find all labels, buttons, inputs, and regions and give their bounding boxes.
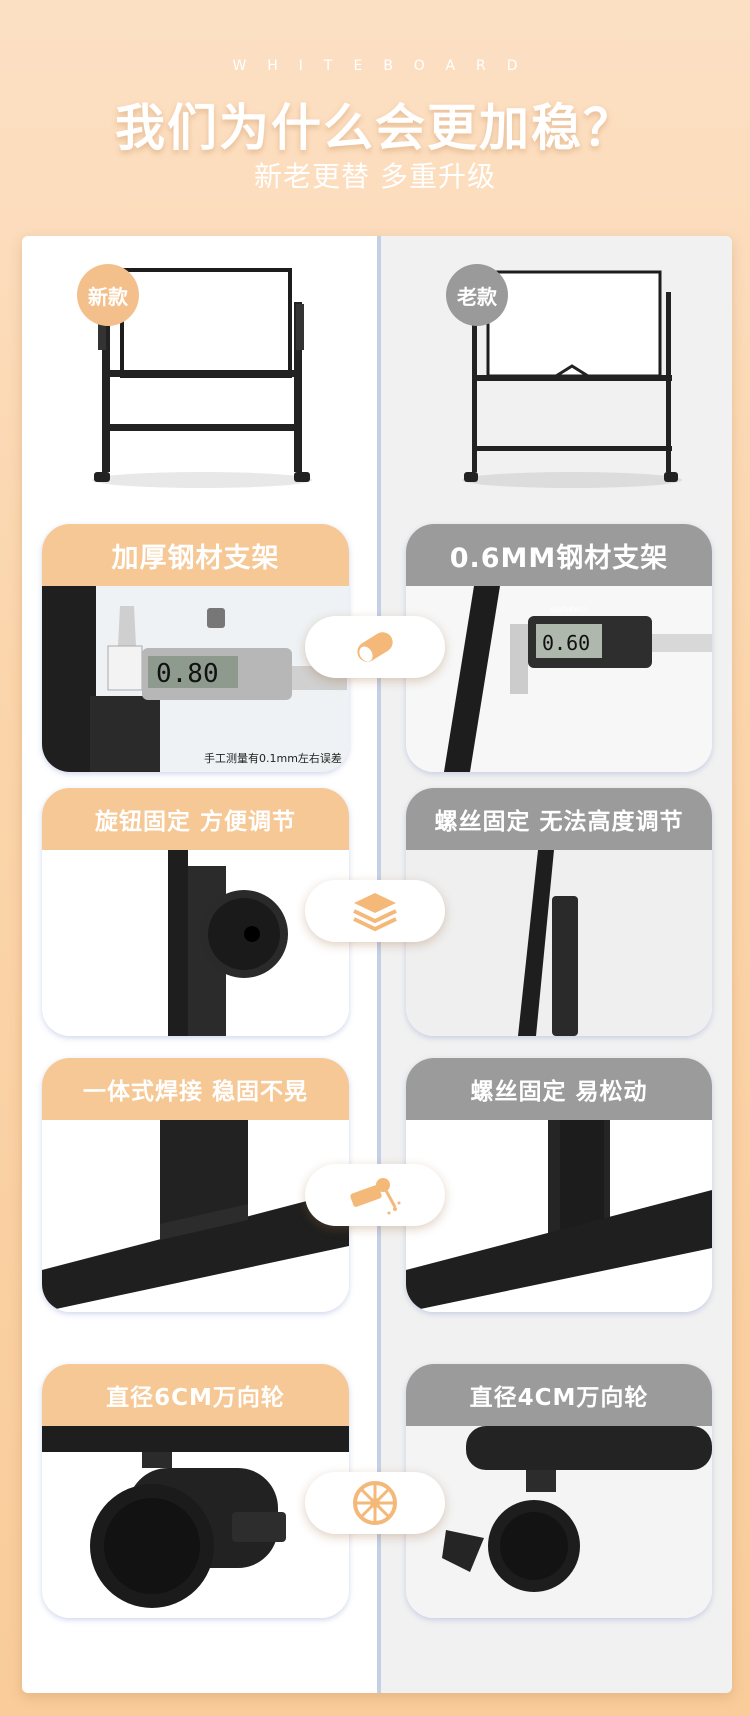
page-subtitle: 新老更替 多重升级 bbox=[254, 160, 496, 193]
old-caliper-brand: statutech bbox=[550, 605, 588, 614]
new-steel-card: 加厚钢材支架 0.80 手工测量有0.1mm左右误差 bbox=[42, 524, 349, 772]
column-divider bbox=[377, 236, 381, 1693]
new-steel-image: 0.80 手工测量有0.1mm左右误差 bbox=[42, 586, 349, 772]
old-screw-label: 螺丝固定 无法高度调节 bbox=[406, 788, 712, 850]
comparison-panel: 新款 老款 加厚钢材支架 bbox=[22, 236, 732, 1693]
old-bolt-image bbox=[406, 1120, 712, 1312]
old-wheel-image bbox=[406, 1426, 712, 1618]
new-knob-label: 旋钮固定 方便调节 bbox=[42, 788, 349, 850]
new-caliper-reading: 0.80 bbox=[156, 659, 219, 689]
new-wheel-card: 直径6CM万向轮 bbox=[42, 1364, 349, 1618]
old-caliper-reading: 0.60 bbox=[542, 631, 590, 655]
old-steel-label: 0.6MM钢材支架 bbox=[406, 524, 712, 586]
old-whiteboard-image bbox=[452, 252, 692, 492]
new-wheel-label: 直径6CM万向轮 bbox=[42, 1364, 349, 1426]
old-bolt-label: 螺丝固定 易松动 bbox=[406, 1058, 712, 1120]
layers-icon bbox=[305, 880, 445, 942]
new-weld-card: 一体式焊接 稳固不晃 bbox=[42, 1058, 349, 1312]
page-title: 我们为什么会更加稳？ bbox=[115, 99, 635, 157]
new-knob-card: 旋钮固定 方便调节 bbox=[42, 788, 349, 1036]
old-wheel-label: 直径4CM万向轮 bbox=[406, 1364, 712, 1426]
measure-note: 手工测量有0.1mm左右误差 bbox=[204, 751, 342, 765]
welding-torch-icon bbox=[305, 1164, 445, 1226]
old-screw-image bbox=[406, 850, 712, 1036]
old-steel-image: 0.60 statutech bbox=[406, 586, 712, 772]
steel-pipe-icon bbox=[305, 616, 445, 678]
old-steel-card: 0.6MM钢材支架 0.60 statutech bbox=[406, 524, 712, 772]
old-screw-card: 螺丝固定 无法高度调节 bbox=[406, 788, 712, 1036]
new-steel-label: 加厚钢材支架 bbox=[42, 524, 349, 586]
kicker-text: WHITEBOARD bbox=[232, 58, 539, 74]
new-whiteboard-image bbox=[82, 252, 322, 492]
new-badge: 新款 bbox=[77, 264, 139, 326]
new-weld-image bbox=[42, 1120, 349, 1312]
wheel-icon bbox=[305, 1472, 445, 1534]
old-badge: 老款 bbox=[446, 264, 508, 326]
old-bolt-card: 螺丝固定 易松动 bbox=[406, 1058, 712, 1312]
new-knob-image bbox=[42, 850, 349, 1036]
new-wheel-image bbox=[42, 1426, 349, 1618]
old-wheel-card: 直径4CM万向轮 bbox=[406, 1364, 712, 1618]
new-weld-label: 一体式焊接 稳固不晃 bbox=[42, 1058, 349, 1120]
